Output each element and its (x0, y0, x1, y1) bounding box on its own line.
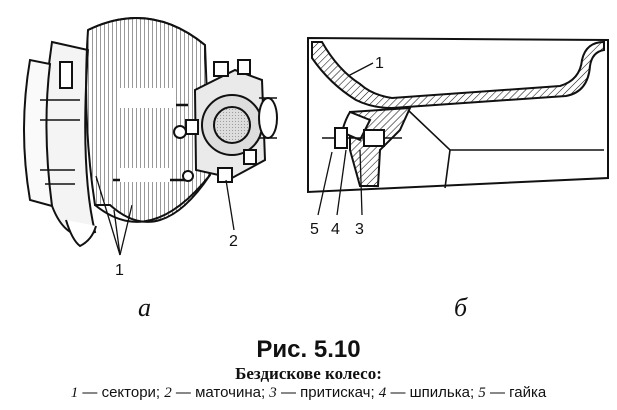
legend-item: 4 — шпилька; (379, 384, 479, 401)
legend-item-number: 2 (164, 385, 172, 401)
legend-item-text: — сектори; (78, 384, 165, 401)
legend-item-text: — притискач; (276, 384, 379, 401)
legend-item-number: 3 (269, 385, 277, 401)
legend-item-number: 5 (478, 385, 486, 401)
figure-title: Рис. 5.10 (256, 336, 361, 363)
legend-item-text: — гайка (485, 384, 547, 401)
hub-cap (258, 97, 278, 139)
legend-item: 2 — маточина; (164, 384, 269, 401)
legend-item: 1 — сектори; (71, 384, 165, 401)
callout-nut-number: 5 (310, 221, 319, 238)
callout-stud-number: 4 (331, 221, 340, 238)
rim-profile (311, 40, 605, 110)
legend-item-text: — шпилька; (386, 384, 479, 401)
panel-label-a: а (138, 293, 151, 322)
callout-sectors-number: 1 (115, 262, 124, 279)
figure-subtitle: Бездискове колесо: (235, 364, 382, 383)
callout-rim-number: 1 (375, 55, 384, 72)
callout-clamp-number: 3 (355, 221, 364, 238)
wheel-assembly-drawing (23, 17, 278, 248)
callout-hub-number: 2 (229, 233, 238, 250)
figure-legend: 1 — сектори; 2 — маточина; 3 — притискач… (0, 384, 617, 402)
legend-item-text: — маточина; (171, 384, 270, 401)
panel-label-b: б (454, 293, 468, 322)
cross-section-drawing (307, 36, 609, 194)
legend-item: 5 — гайка (478, 384, 546, 401)
legend-item-number: 4 (378, 385, 387, 401)
callout-leaders-left (95, 175, 235, 256)
legend-item-number: 1 (70, 385, 79, 401)
callout-leaders-right (317, 62, 374, 216)
legend-item: 3 — притискач; (269, 384, 378, 401)
